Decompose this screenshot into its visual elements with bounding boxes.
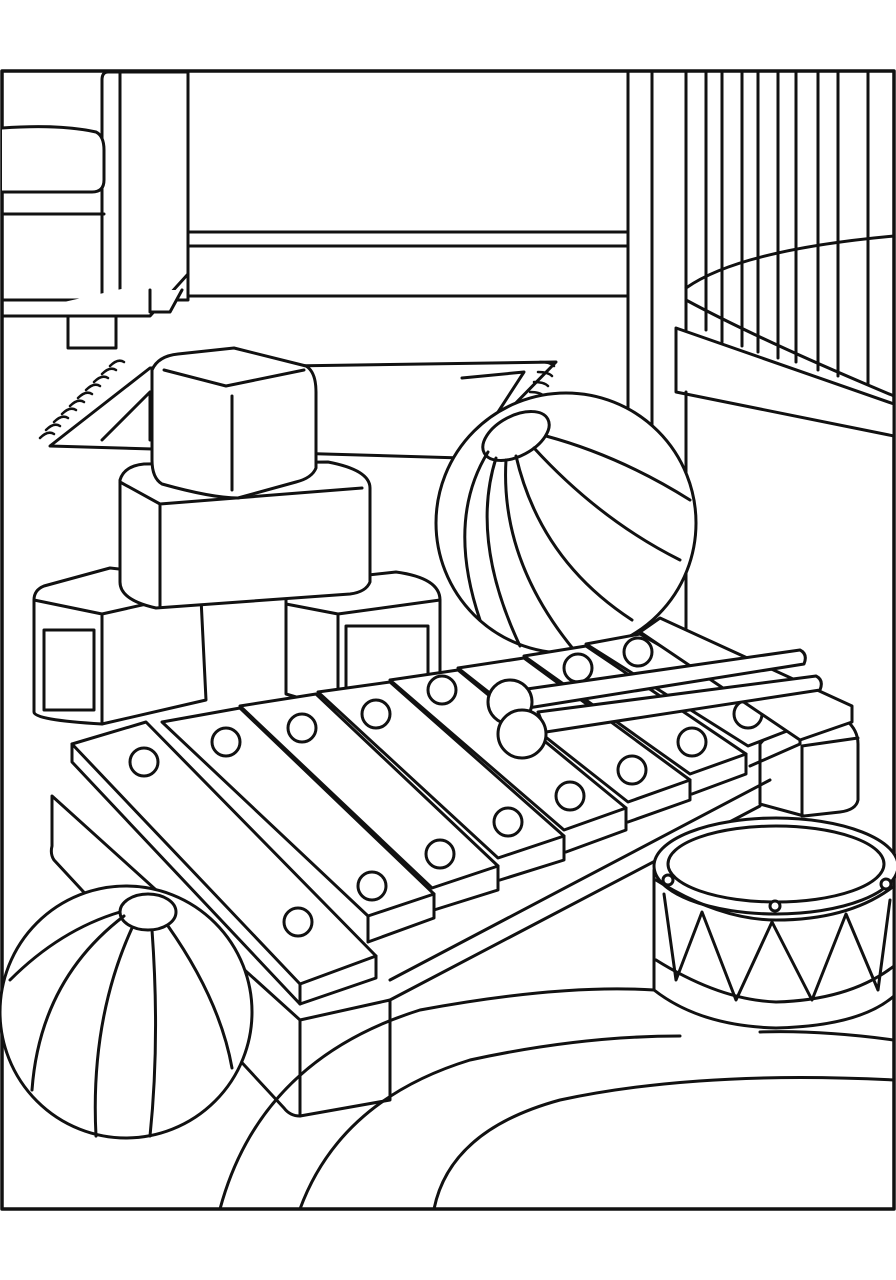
toy-blocks-stack — [32, 346, 442, 726]
mallets — [486, 648, 823, 760]
armchair — [0, 70, 190, 350]
window-sill — [186, 230, 630, 298]
xylophone-bars — [70, 616, 854, 1006]
frame — [0, 69, 896, 1211]
beach-ball — [0, 884, 254, 1140]
toy-drum — [652, 816, 896, 1030]
striped-ball — [434, 391, 698, 655]
oval-rug — [218, 987, 896, 1211]
